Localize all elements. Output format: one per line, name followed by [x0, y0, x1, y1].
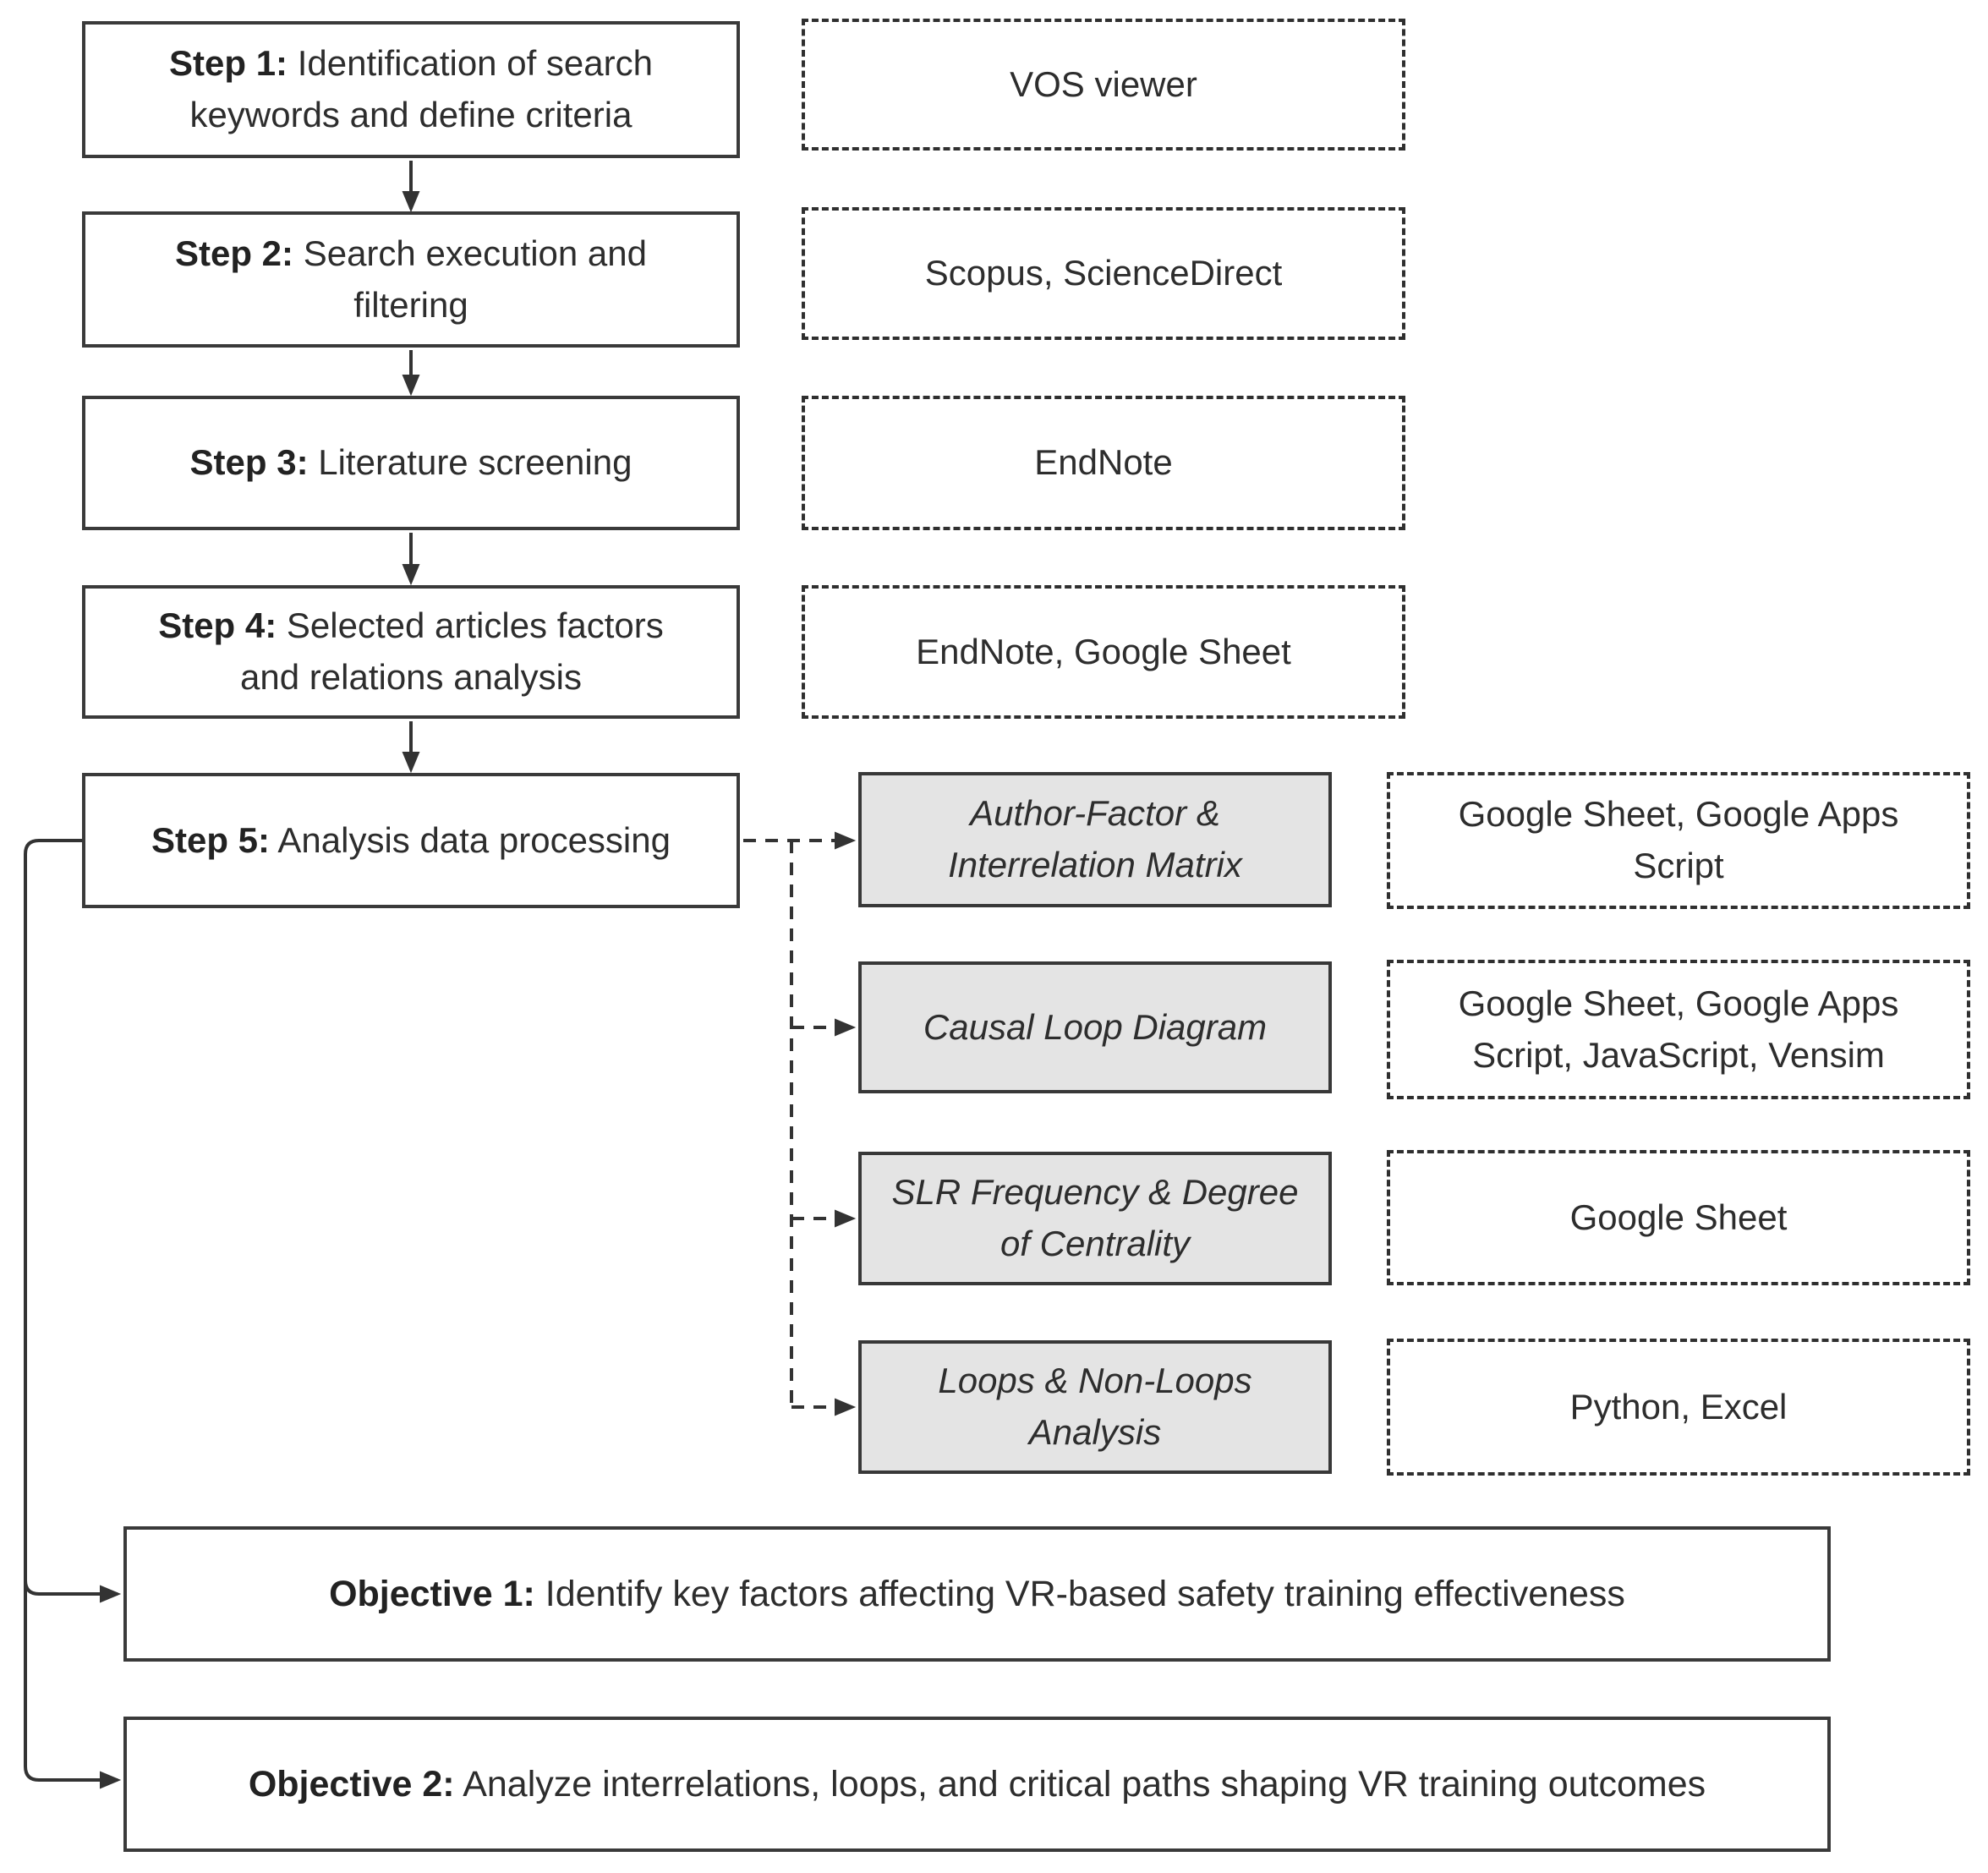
step-3-prefix: Step 3:: [189, 442, 309, 483]
analysis-loops-nonloops-box: Loops & Non-Loops Analysis: [858, 1340, 1332, 1474]
step-2-text: Step 2: Search execution and filtering: [139, 228, 684, 331]
step-3-label: Literature screening: [318, 442, 633, 483]
objective-2-label: Analyze interrelations, loops, and criti…: [463, 1763, 1706, 1805]
objective-1-box: Objective 1: Identify key factors affect…: [123, 1526, 1831, 1662]
step-4-label: Selected articles factors and relations …: [240, 605, 664, 697]
analysis-1-tool-text: Google Sheet, Google Apps Script: [1458, 794, 1899, 885]
step-2-tool-box: Scopus, ScienceDirect: [802, 207, 1405, 340]
step-2-prefix: Step 2:: [175, 233, 294, 273]
analysis-1-tool-box: Google Sheet, Google Apps Script: [1387, 772, 1970, 909]
analysis-2-tool-text: Google Sheet, Google Apps Script, JavaSc…: [1458, 983, 1899, 1075]
step-2-box: Step 2: Search execution and filtering: [82, 211, 740, 348]
objective-2-box: Objective 2: Analyze interrelations, loo…: [123, 1717, 1831, 1852]
analysis-1-text: Author-Factor & Interrelation Matrix: [948, 793, 1242, 884]
analysis-4-tool-box: Python, Excel: [1387, 1339, 1970, 1476]
step-4-tool-text: EndNote, Google Sheet: [916, 631, 1291, 671]
step-2-label: Search execution and filtering: [303, 233, 647, 325]
step-3-text: Step 3: Literature screening: [190, 437, 633, 489]
step-3-box: Step 3: Literature screening: [82, 396, 740, 530]
step-1-tool-box: VOS viewer: [802, 19, 1405, 151]
analysis-3-tool-text: Google Sheet: [1569, 1197, 1788, 1237]
analysis-author-factor-matrix-box: Author-Factor & Interrelation Matrix: [858, 772, 1332, 907]
step-4-text: Step 4: Selected articles factors and re…: [139, 600, 684, 704]
step-5-prefix: Step 5:: [151, 819, 271, 860]
step-2-tool-text: Scopus, ScienceDirect: [924, 253, 1283, 293]
analysis-2-text: Causal Loop Diagram: [923, 1006, 1268, 1047]
step-1-box: Step 1: Identification of search keyword…: [82, 21, 740, 158]
analysis-causal-loop-diagram-box: Causal Loop Diagram: [858, 961, 1332, 1093]
objective-1-text: Objective 1: Identify key factors affect…: [329, 1568, 1625, 1620]
step-4-prefix: Step 4:: [158, 605, 277, 646]
analysis-4-tool-text: Python, Excel: [1569, 1386, 1788, 1427]
step-4-box: Step 4: Selected articles factors and re…: [82, 585, 740, 719]
step-5-label: Analysis data processing: [277, 819, 671, 860]
objective-1-label: Identify key factors affecting VR-based …: [545, 1573, 1625, 1614]
step-1-prefix: Step 1:: [169, 43, 288, 84]
connector-step5-objective2: [24, 839, 122, 1789]
objective-1-prefix: Objective 1:: [329, 1573, 535, 1614]
analysis-slr-frequency-centrality-box: SLR Frequency & Degree of Centrality: [858, 1152, 1332, 1285]
analysis-3-tool-box: Google Sheet: [1387, 1150, 1970, 1285]
step-1-tool-text: VOS viewer: [1010, 63, 1197, 104]
connector-step5-objective1: [24, 1580, 122, 1603]
objective-2-text: Objective 2: Analyze interrelations, loo…: [249, 1758, 1706, 1810]
step-5-text: Step 5: Analysis data processing: [151, 815, 671, 867]
objective-2-prefix: Objective 2:: [248, 1763, 455, 1805]
step-1-text: Step 1: Identification of search keyword…: [139, 38, 684, 141]
step-5-box: Step 5: Analysis data processing: [82, 773, 740, 908]
analysis-3-text: SLR Frequency & Degree of Centrality: [891, 1172, 1299, 1263]
step-1-label: Identification of search keywords and de…: [189, 43, 653, 134]
step-3-tool-box: EndNote: [802, 396, 1405, 530]
step-3-tool-text: EndNote: [1034, 442, 1173, 483]
analysis-2-tool-box: Google Sheet, Google Apps Script, JavaSc…: [1387, 960, 1970, 1099]
step-4-tool-box: EndNote, Google Sheet: [802, 585, 1405, 719]
analysis-4-text: Loops & Non-Loops Analysis: [938, 1361, 1252, 1452]
